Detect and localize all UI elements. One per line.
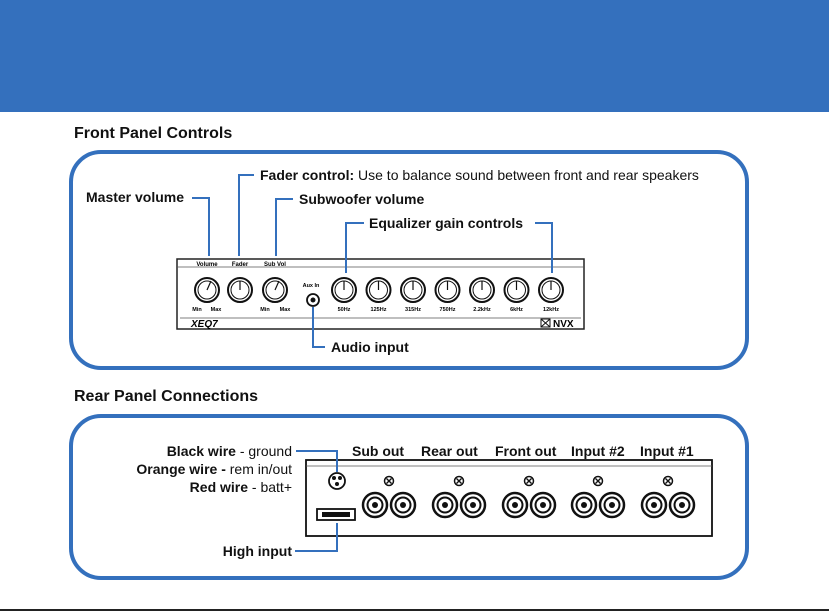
brand-label: NVX bbox=[553, 319, 574, 330]
eq-knob-315hz[interactable] bbox=[400, 277, 426, 303]
eq-band-label: 125Hz bbox=[371, 307, 387, 313]
rca-pair-input-2 bbox=[570, 475, 626, 519]
eq-knob-50hz[interactable] bbox=[331, 277, 357, 303]
nvx-logo: NVX bbox=[540, 318, 574, 330]
rear-device bbox=[305, 459, 713, 537]
audio-input-label: Audio input bbox=[331, 339, 409, 355]
volume-max-label: Max bbox=[211, 307, 223, 313]
output-label-input-1: Input #1 bbox=[640, 443, 694, 459]
eq-band-label: 2.2kHz bbox=[473, 307, 491, 313]
rca-jack[interactable] bbox=[431, 491, 459, 519]
rca-jack[interactable] bbox=[640, 491, 668, 519]
eq-gain-label: Equalizer gain controls bbox=[369, 215, 524, 231]
rca-pair-input-1 bbox=[640, 475, 696, 519]
rca-jack[interactable] bbox=[668, 491, 696, 519]
rca-pair-rear-out bbox=[431, 475, 487, 519]
rca-pair-sub-out bbox=[361, 475, 417, 519]
rca-jack[interactable] bbox=[459, 491, 487, 519]
aux-in-label: Aux In bbox=[303, 283, 320, 289]
eq-band-label: 6kHz bbox=[510, 307, 523, 313]
fader-control-label: Fader control: Use to balance sound betw… bbox=[260, 167, 699, 183]
eq-knob-125hz[interactable] bbox=[365, 277, 392, 303]
output-label-rear-out: Rear out bbox=[421, 443, 478, 459]
orange-wire-label: Orange wire - rem in/out bbox=[136, 461, 292, 477]
fader-knob[interactable] bbox=[227, 277, 253, 303]
volume-knob[interactable] bbox=[194, 277, 220, 303]
rca-jack[interactable] bbox=[598, 491, 626, 519]
eq-band-label: 50Hz bbox=[338, 307, 351, 313]
rca-pair-front-out bbox=[501, 475, 557, 519]
output-label-input-2: Input #2 bbox=[571, 443, 625, 459]
subvol-min-label: Min bbox=[260, 307, 270, 313]
eq-knob-6khz[interactable] bbox=[503, 277, 530, 303]
front-callout-lines bbox=[192, 174, 553, 348]
knob-label-volume: Volume bbox=[196, 262, 218, 268]
bottom-rule bbox=[0, 609, 829, 611]
output-label-sub-out: Sub out bbox=[352, 443, 405, 459]
rca-jack[interactable] bbox=[570, 491, 598, 519]
header-banner bbox=[0, 0, 829, 112]
rear-panel-title: Rear Panel Connections bbox=[74, 388, 259, 405]
model-label: XEQ7 bbox=[190, 319, 218, 330]
ground-screw bbox=[328, 472, 346, 490]
rca-jack[interactable] bbox=[389, 491, 417, 519]
eq-knob-12khz[interactable] bbox=[538, 277, 564, 303]
eq-knob-750hz[interactable] bbox=[434, 277, 461, 303]
aux-in-jack[interactable] bbox=[306, 293, 320, 307]
front-panel-title: Front Panel Controls bbox=[74, 125, 233, 142]
rca-jack[interactable] bbox=[501, 491, 529, 519]
output-label-front-out: Front out bbox=[495, 443, 557, 459]
high-input-connector[interactable] bbox=[316, 508, 356, 521]
volume-min-label: Min bbox=[192, 307, 202, 313]
knob-label-fader: Fader bbox=[232, 262, 249, 268]
rca-jack[interactable] bbox=[529, 491, 557, 519]
red-wire-label: Red wire - batt+ bbox=[189, 479, 292, 495]
eq-band-label: 315Hz bbox=[405, 307, 421, 313]
rear-callout-lines bbox=[295, 450, 338, 552]
eq-band-label: 12kHz bbox=[543, 307, 559, 313]
master-volume-label: Master volume bbox=[86, 189, 185, 205]
subvol-knob[interactable] bbox=[262, 277, 288, 303]
eq-band-label: 750Hz bbox=[440, 307, 456, 313]
subvol-max-label: Max bbox=[280, 307, 292, 313]
rca-jack[interactable] bbox=[361, 491, 389, 519]
rca-jack-group bbox=[361, 475, 696, 519]
eq-knob-group: 50Hz 125Hz 315Hz 750Hz 2.2kHz 6kHz 12kHz bbox=[331, 277, 564, 313]
eq-knob-2-2khz[interactable] bbox=[469, 277, 495, 303]
black-wire-label: Black wire - ground bbox=[166, 443, 292, 459]
subwoofer-volume-label: Subwoofer volume bbox=[299, 191, 425, 207]
knob-label-subvol: Sub Vol bbox=[264, 262, 286, 268]
front-device: Volume Fader Sub Vol Min Max Min Max Aux… bbox=[176, 258, 585, 330]
high-input-label: High input bbox=[222, 543, 292, 559]
